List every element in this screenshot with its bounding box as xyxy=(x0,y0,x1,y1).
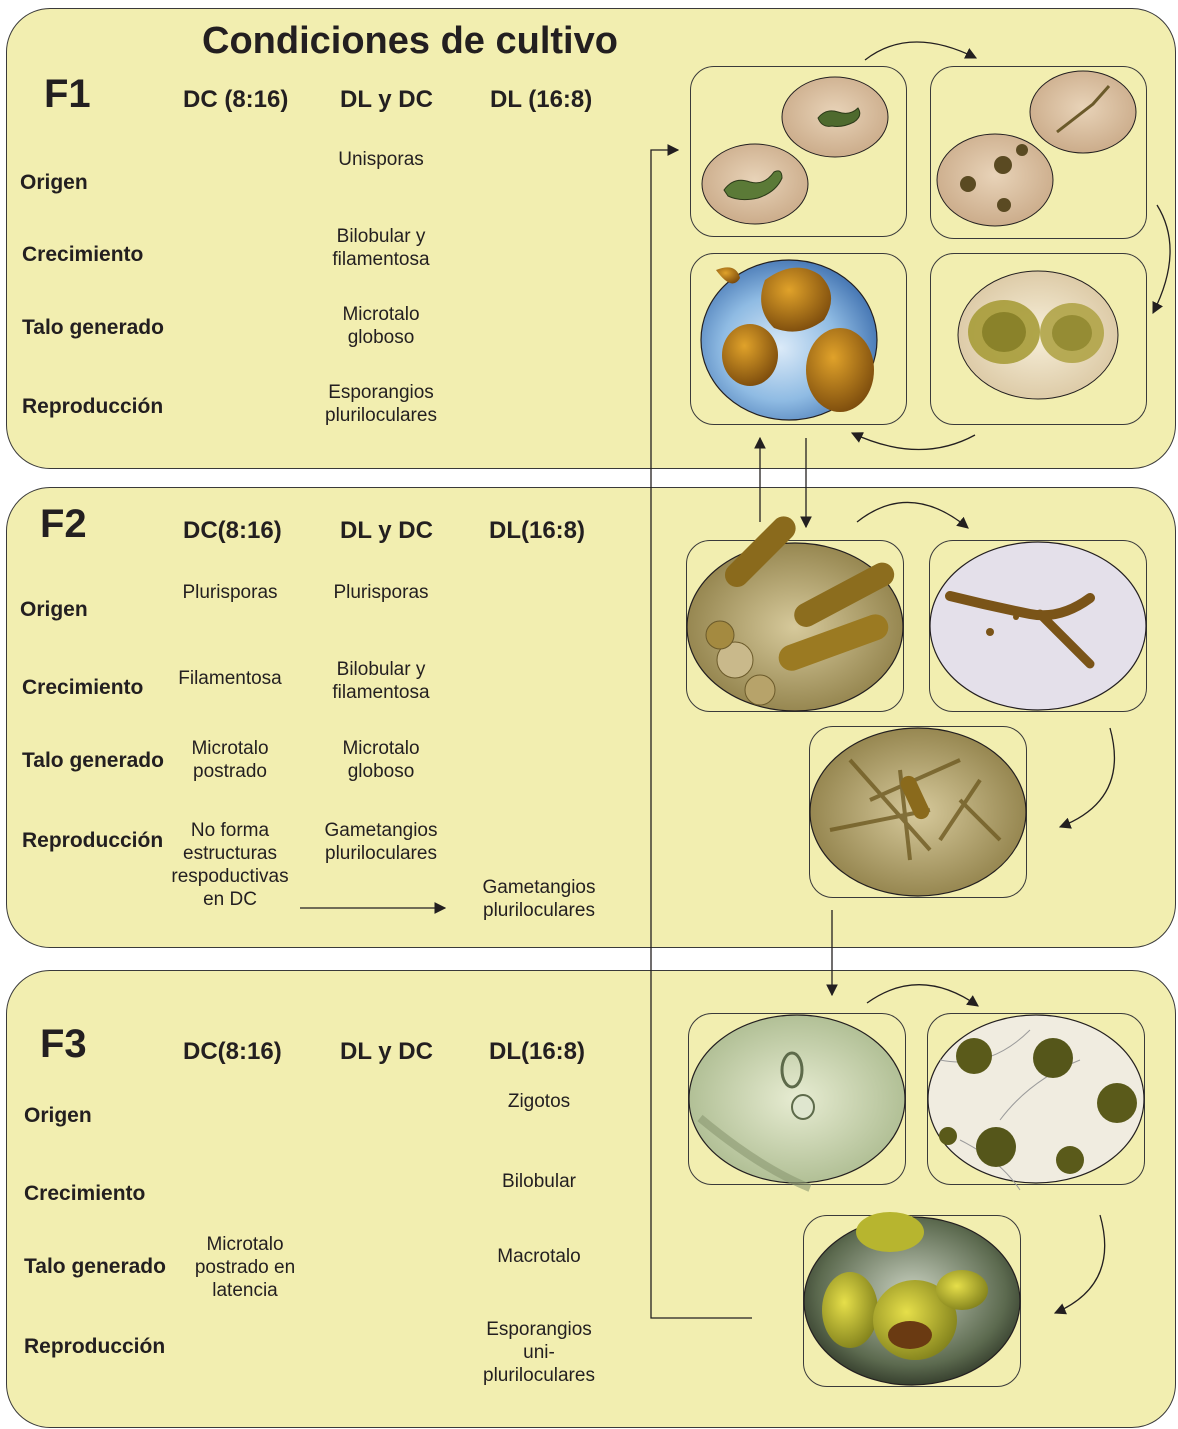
arrow-f1-right xyxy=(1153,205,1170,313)
micrograph-macrothallus xyxy=(804,1212,1020,1385)
arrow-f2-right xyxy=(1060,728,1114,827)
micrograph-globose-thalli xyxy=(701,260,877,420)
micrograph-germlings xyxy=(937,71,1136,226)
arrow-f1-bottom xyxy=(852,433,975,450)
micrograph-zygote xyxy=(689,1015,905,1188)
micrograph-plurilocular-sporangia xyxy=(687,511,903,711)
arrow-f1-top xyxy=(865,42,976,60)
micrograph-globose-discs xyxy=(928,1015,1144,1190)
micrograph-colony xyxy=(958,271,1118,399)
arrow-f2-top xyxy=(857,502,968,528)
arrow-f3-right xyxy=(1055,1215,1105,1313)
micrograph-prostrate-microthallus xyxy=(810,728,1026,896)
micrograph-unispores xyxy=(702,77,888,224)
micrograph-filament xyxy=(930,542,1146,710)
arrow-f3-top xyxy=(867,985,978,1006)
